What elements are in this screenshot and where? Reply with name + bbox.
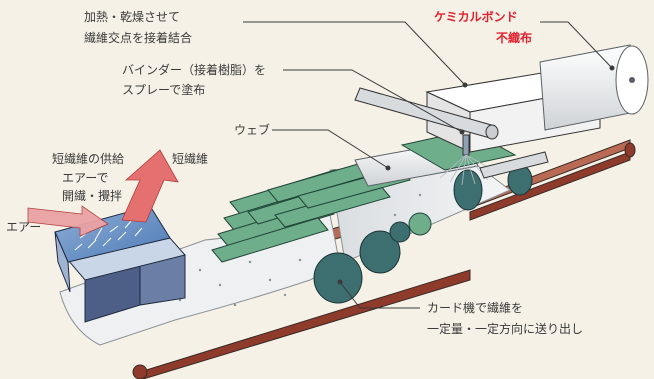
short-fiber-label: 短繊維 [172,152,209,166]
nonwoven-roll [539,44,649,131]
fiber-supply-label-line2: エアーで [62,171,109,185]
air-arrow [27,205,109,237]
heat-bond-label-line1: 加熱・乾燥させて [84,10,181,24]
conveyor-belt-upper [469,139,636,221]
leader-lines [243,21,615,309]
heat-bond-label-line2: 繊維交点を接着結合 [84,31,193,45]
binder-label-line1: バインダー（接着樹脂）を [122,63,267,77]
nonwoven-label: 不織布 [495,31,532,45]
spray-unit [354,69,602,186]
fiber-supply-label-line3: 開繊・攪拌 [62,189,123,203]
card-machine-label-line1: カード機で繊維を [427,301,524,315]
chemical-bond-label: ケミカルボンド [434,10,518,24]
card-machine-label-line2: 一定量・一定方向に送り出し [427,322,584,336]
short-fiber-arrow [121,149,179,223]
air-label: エアー [6,220,42,234]
fiber-supply-label-line1: 短繊維の供給 [52,152,125,166]
web-label: ウェブ [234,123,271,137]
binder-label-line2: スプレーで塗布 [122,83,206,97]
